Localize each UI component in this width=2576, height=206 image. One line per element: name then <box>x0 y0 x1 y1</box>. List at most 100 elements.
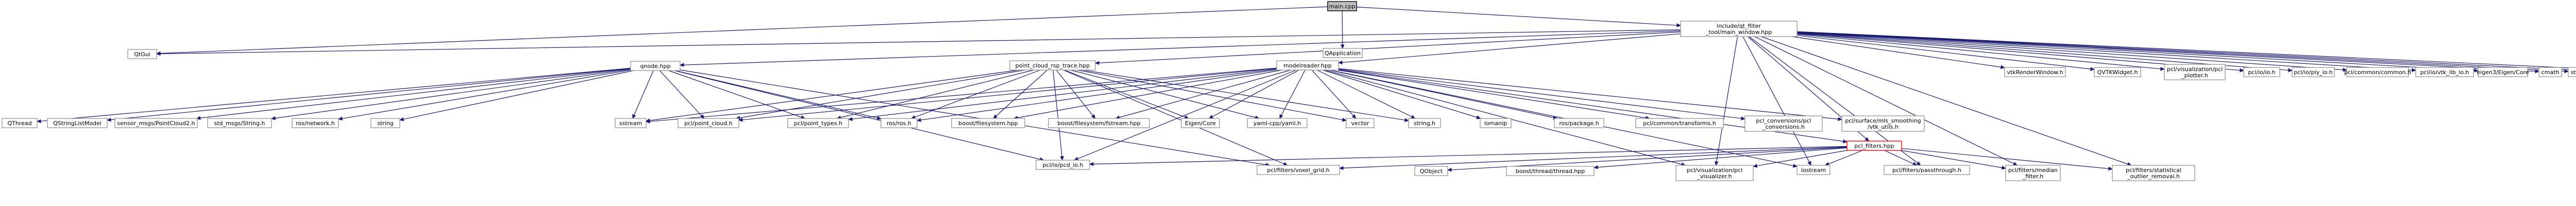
edge-main_window_h-to-pcl_vis_global <box>1797 34 2164 70</box>
edge-modelreader-to-ros_pkg <box>1329 70 1557 118</box>
edge-pc_rsp-to-pcl_pcd <box>1053 70 1062 160</box>
node-pc-rsp[interactable]: point_cloud_rsp_trace.hpp <box>1009 60 1096 71</box>
node-box <box>2 118 38 128</box>
node-yaml[interactable]: yaml-cpp/yaml.h <box>1247 118 1308 128</box>
node-pcl-mls[interactable]: pcl/surface/mls_smoothing/vtk_utils.h <box>1841 115 1925 132</box>
node-label: vector <box>1351 120 1369 127</box>
node-pcl-voxel[interactable]: pcl/filters/voxel_grid.h <box>1257 165 1340 175</box>
node-box <box>2568 67 2576 77</box>
node-pcl-pc[interactable]: pcl/point_cloud.h <box>677 118 739 128</box>
node-box <box>1480 118 1512 128</box>
node-label: string <box>377 120 394 127</box>
node-label: string.h <box>1414 120 1435 127</box>
edge-pc_rsp-to-pcl_pt <box>837 70 1034 118</box>
node-label: pcl/filters/passthrough.h <box>1892 167 1961 174</box>
node-qvtkwidget[interactable]: QVTKWidget.h <box>2094 67 2141 77</box>
edge-pcl_filters-to-pcl_vis <box>1753 150 1848 166</box>
node-pcl-pt[interactable]: pcl/point_types.h <box>787 118 849 128</box>
node-box <box>677 118 739 128</box>
edge-main_window_h-to-pcl_median <box>1754 36 2018 166</box>
node-qgui[interactable]: QtGui <box>127 49 157 59</box>
node-boost-fsf[interactable]: boost/filesystem/fstream.hpp <box>1048 118 1150 128</box>
node-pcl-median[interactable]: pcl/filters/median_filter.h <box>2005 165 2061 181</box>
node-box <box>2538 67 2562 77</box>
node-pcl-io-ply[interactable]: pcl/io/ply_io.h <box>2292 67 2335 77</box>
node-box <box>1323 48 1363 58</box>
node-qnode[interactable]: qnode.hpp <box>630 61 681 71</box>
node-stdlib[interactable]: stdlib.h <box>2568 67 2576 77</box>
node-pcl-vis-global[interactable]: pcl/visualization/pcl_plotter.h <box>2164 64 2226 80</box>
node-label: _outlier_removal.h <box>2127 173 2180 180</box>
node-ros-network[interactable]: ros/network.h <box>292 118 339 128</box>
node-pcl-sor[interactable]: pcl/filters/statistical_outlier_removal.… <box>2112 165 2195 181</box>
node-box <box>127 49 157 59</box>
node-label: pcl/io/ply_io.h <box>2294 69 2332 76</box>
node-vtk-render[interactable]: vtkRenderWindow.h <box>2004 67 2066 77</box>
dependency-edges <box>37 6 2576 170</box>
node-main-window-h[interactable]: include/qt_filter_tool/main_window.hpp <box>1680 21 1798 37</box>
node-box <box>1680 21 1798 37</box>
edge-pcl_filters-to-pcl_voxel <box>1340 146 1848 168</box>
edge-main_cpp-to-main_window_h <box>1356 7 1681 26</box>
node-pcl-filters[interactable]: pcl_filters.hpp <box>1846 141 1902 151</box>
node-modelreader[interactable]: modelreader.hpp <box>1276 60 1339 71</box>
node-label: sensor_msgs/PointCloud2.h <box>117 120 195 127</box>
node-pcl-transforms[interactable]: pcl/common/transforms.h <box>1635 118 1724 128</box>
node-cmath[interactable]: cmath <box>2538 67 2562 77</box>
node-eigen-c2[interactable]: Eigen/Core <box>1181 118 1220 128</box>
edge-modelreader-to-pcl_vis <box>1325 70 1685 165</box>
node-sstream[interactable]: sstream <box>615 118 647 128</box>
node-box <box>1675 165 1754 181</box>
node-ros-pkg[interactable]: ros/package.h <box>1554 118 1604 128</box>
node-vector[interactable]: vector <box>1346 118 1375 128</box>
edge-main_window_h-to-ui_main <box>1797 31 2576 69</box>
edge-main_window_h-to-vtk_render <box>1791 36 2005 67</box>
node-boost-thread[interactable]: boost/thread/thread.hpp <box>1506 166 1595 176</box>
edge-modelreader-to-boost_fs <box>1014 70 1282 118</box>
node-pcl-common[interactable]: pcl/common/common.h <box>2344 67 2411 77</box>
node-box <box>1841 115 1925 132</box>
edge-pcl_filters-to-pcl_sor <box>1901 148 2112 169</box>
node-pcl-io-h[interactable]: pcl/io/io.h <box>2243 67 2280 77</box>
edge-qnode-to-pcl_voxel <box>680 70 1269 165</box>
node-qobject[interactable]: QObject <box>1414 166 1448 176</box>
node-label: pcl/io/pcd_io.h <box>1043 162 1083 168</box>
node-box <box>1036 160 1090 170</box>
edge-qnode-to-pcl_pcd <box>674 70 1044 160</box>
edge-modelreader-to-string_h <box>1316 70 1415 119</box>
node-std-msgs[interactable]: std_msgs/String.h <box>207 118 272 128</box>
edge-main_cpp-to-qgui <box>157 6 1328 54</box>
edge-pc_rsp-to-string_h <box>1082 70 1409 121</box>
edge-modelreader-to-pcl_transforms <box>1337 70 1650 118</box>
node-eigen-core[interactable]: eigen3/Eigen/Core <box>2477 67 2529 77</box>
node-box <box>1506 166 1595 176</box>
node-label: _conversions.h <box>1762 124 1805 130</box>
node-label: pcl/visualization/pcl <box>1687 167 1742 174</box>
node-pcl-pcd[interactable]: pcl/io/pcd_io.h <box>1036 160 1090 170</box>
edge-main_window_h-to-pcl_vtk_lib <box>1797 32 2416 71</box>
node-pcl-conv[interactable]: pcl_conversions/pcl_conversions.h <box>1744 115 1823 132</box>
node-ros-h[interactable]: ros/ros.h <box>880 118 918 128</box>
edge-qnode-to-ros_h <box>675 70 881 119</box>
node-box <box>1414 166 1448 176</box>
node-iomanip[interactable]: iomanip <box>1480 118 1512 128</box>
node-box <box>292 118 339 128</box>
node-pcl-vtk-lib[interactable]: pcl/io/vtk_lib_io.h <box>2415 67 2474 77</box>
node-pcl-vis[interactable]: pcl/visualization/pcl_visualizer.h <box>1675 165 1754 181</box>
node-pc2[interactable]: sensor_msgs/PointCloud2.h <box>114 118 198 128</box>
node-box <box>787 118 849 128</box>
node-iostream[interactable]: iostream <box>1797 165 1831 175</box>
node-label: _visualizer.h <box>1697 173 1732 180</box>
node-label: boost/thread/thread.hpp <box>1516 168 1585 175</box>
edge-qnode-to-pcl_pc <box>659 70 704 118</box>
node-qapplication[interactable]: QApplication <box>1323 48 1363 58</box>
node-qthread[interactable]: QThread <box>2 118 38 128</box>
node-string[interactable]: string <box>370 118 400 128</box>
edge-modelreader-to-pcl_pc <box>739 68 1277 121</box>
node-box <box>2004 67 2066 77</box>
node-string-h[interactable]: string.h <box>1408 118 1441 128</box>
node-boost-fs[interactable]: boost/filesystem.hpp <box>951 118 1025 128</box>
node-pcl-passthrough[interactable]: pcl/filters/passthrough.h <box>1884 165 1970 175</box>
node-box <box>1247 118 1308 128</box>
node-qstringlist[interactable]: QStringListModel <box>47 118 108 128</box>
